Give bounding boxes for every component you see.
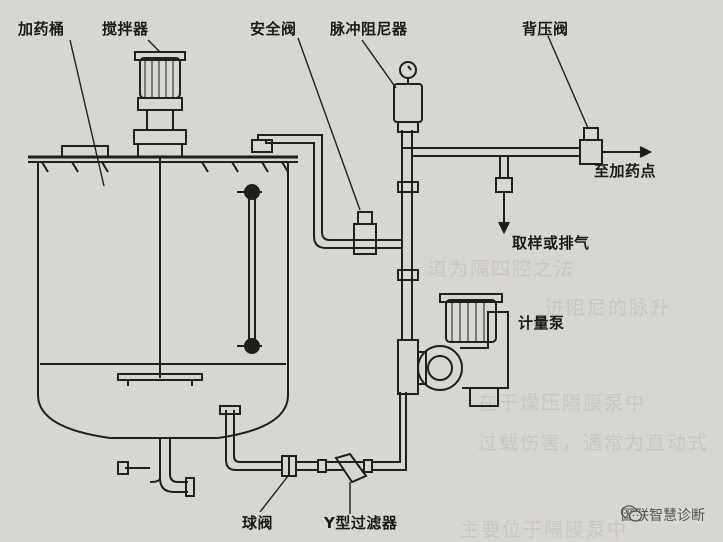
label-pulse-damper: 脉冲阻尼器 (330, 20, 408, 38)
background-text-1: 道为隔四腔之法 (428, 258, 576, 280)
watermark-text: 因联智慧诊断 (621, 508, 705, 524)
label-sampling-vent: 取样或排气 (512, 234, 590, 252)
wechat-icon (621, 505, 643, 522)
label-metering-pump: 计量泵 (518, 314, 565, 332)
dosing-tank (28, 145, 298, 439)
label-dosing-tank: 加药桶 (18, 20, 65, 38)
suction-line (219, 392, 407, 484)
label-ball-valve: 球阀 (242, 514, 274, 532)
background-text-2: 进阻尼的脉升 (545, 297, 672, 319)
metering-pump (397, 293, 509, 407)
label-safety-valve: 安全阀 (250, 20, 297, 38)
leader-lines (69, 35, 589, 514)
label-mixer: 搅拌器 (102, 20, 149, 38)
label-back-pressure-valve: 背压阀 (522, 20, 569, 38)
source-watermark: 因联智慧诊断 (621, 505, 705, 525)
discharge-line (393, 61, 653, 340)
label-to-dosing-point: 至加药点 (594, 162, 657, 180)
relief-return-line (251, 134, 402, 255)
label-y-filter: Y型过滤器 (324, 514, 398, 532)
background-text-5: 主要位于隔膜泵中 (460, 519, 629, 541)
level-gauge (237, 184, 262, 354)
background-text-4: 过载伤害，通常为直动式 (478, 432, 710, 454)
drain-pipe (117, 438, 195, 497)
mixer (117, 51, 203, 386)
background-text-3: 在干燥压隔膜泵中 (478, 392, 647, 414)
